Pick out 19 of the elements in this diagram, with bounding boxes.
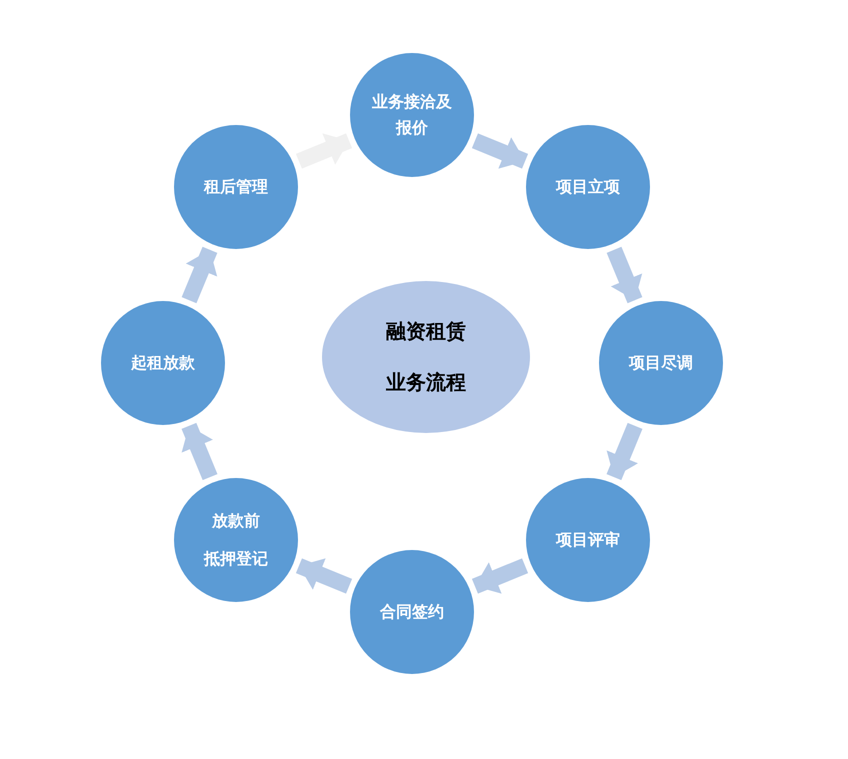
step-label: 项目尽调 bbox=[629, 352, 693, 374]
arrow bbox=[606, 246, 642, 304]
arrow bbox=[182, 246, 218, 304]
step-label: 项目立项 bbox=[556, 176, 620, 198]
arrow bbox=[296, 558, 352, 594]
step-label: 起租放款 bbox=[131, 352, 195, 374]
step-label: 租后管理 bbox=[204, 176, 268, 198]
step-label: 合同签约 bbox=[380, 601, 444, 623]
arrow bbox=[182, 422, 218, 480]
step-label: 抵押登记 bbox=[204, 548, 268, 570]
arrow bbox=[296, 133, 352, 169]
arrow bbox=[472, 558, 528, 594]
title-text: 业务流程 bbox=[386, 369, 466, 396]
step-label: 项目评审 bbox=[556, 529, 620, 551]
arrow bbox=[472, 133, 528, 169]
title-text: 融资租赁 bbox=[386, 318, 466, 345]
step-label: 业务接洽及报价 bbox=[372, 91, 452, 139]
step-label: 放款前 bbox=[212, 510, 260, 532]
arrow bbox=[606, 422, 642, 480]
